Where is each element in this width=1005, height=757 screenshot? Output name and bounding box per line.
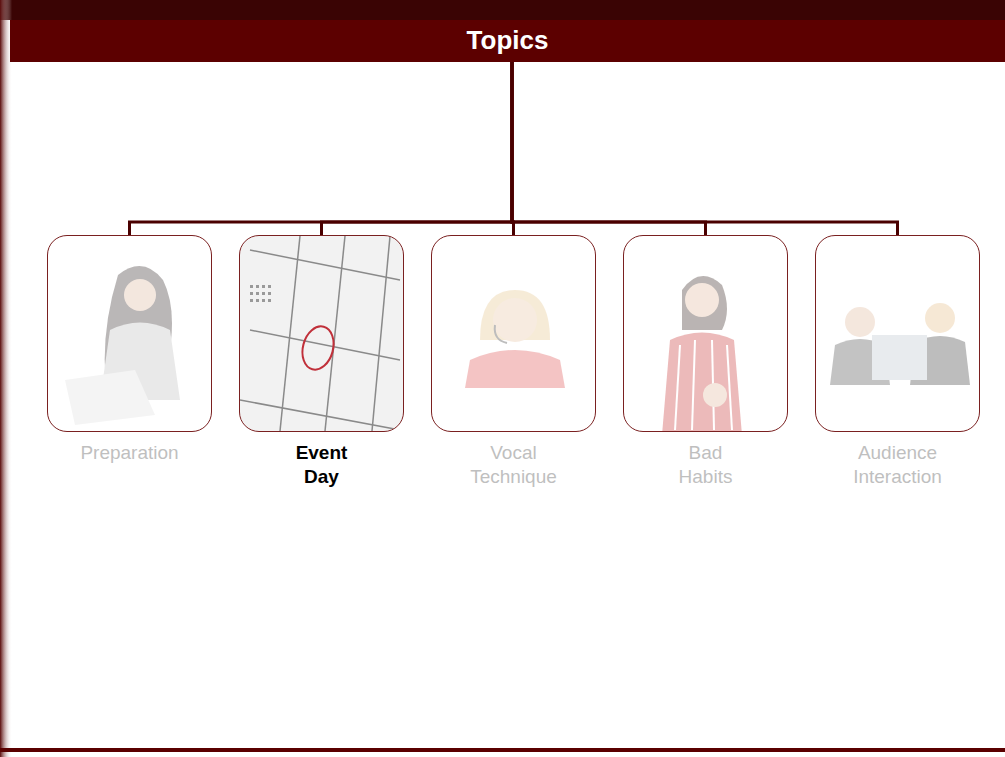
topic-box: Bad Habits — [623, 235, 788, 432]
topic-label: Bad Habits — [666, 441, 746, 489]
topic-label: Preparation — [55, 441, 205, 465]
top-frame — [0, 0, 1005, 20]
tree-connector — [322, 62, 513, 235]
title-text: Topics — [467, 25, 549, 56]
bad-habits-picture — [662, 276, 742, 431]
bottom-frame — [0, 748, 1005, 752]
tree-connector — [512, 62, 706, 235]
audience-picture — [830, 303, 970, 385]
topic-label: Event Day — [282, 441, 362, 489]
topic-box: Vocal Technique — [431, 235, 596, 432]
topic-box: Audience Interaction — [815, 235, 980, 432]
topic-label: Vocal Technique — [459, 441, 569, 489]
left-frame — [0, 0, 12, 757]
preparation-picture — [65, 266, 180, 425]
topic-label: Audience Interaction — [838, 441, 958, 489]
topic-box: Event Day — [239, 235, 404, 432]
calendar-picture — [240, 236, 403, 431]
tree-connector — [130, 62, 513, 235]
topic-box: Preparation — [47, 235, 212, 432]
vocal-picture — [465, 290, 565, 388]
title-band: Topics — [10, 20, 1005, 62]
tree-connector — [512, 62, 898, 235]
